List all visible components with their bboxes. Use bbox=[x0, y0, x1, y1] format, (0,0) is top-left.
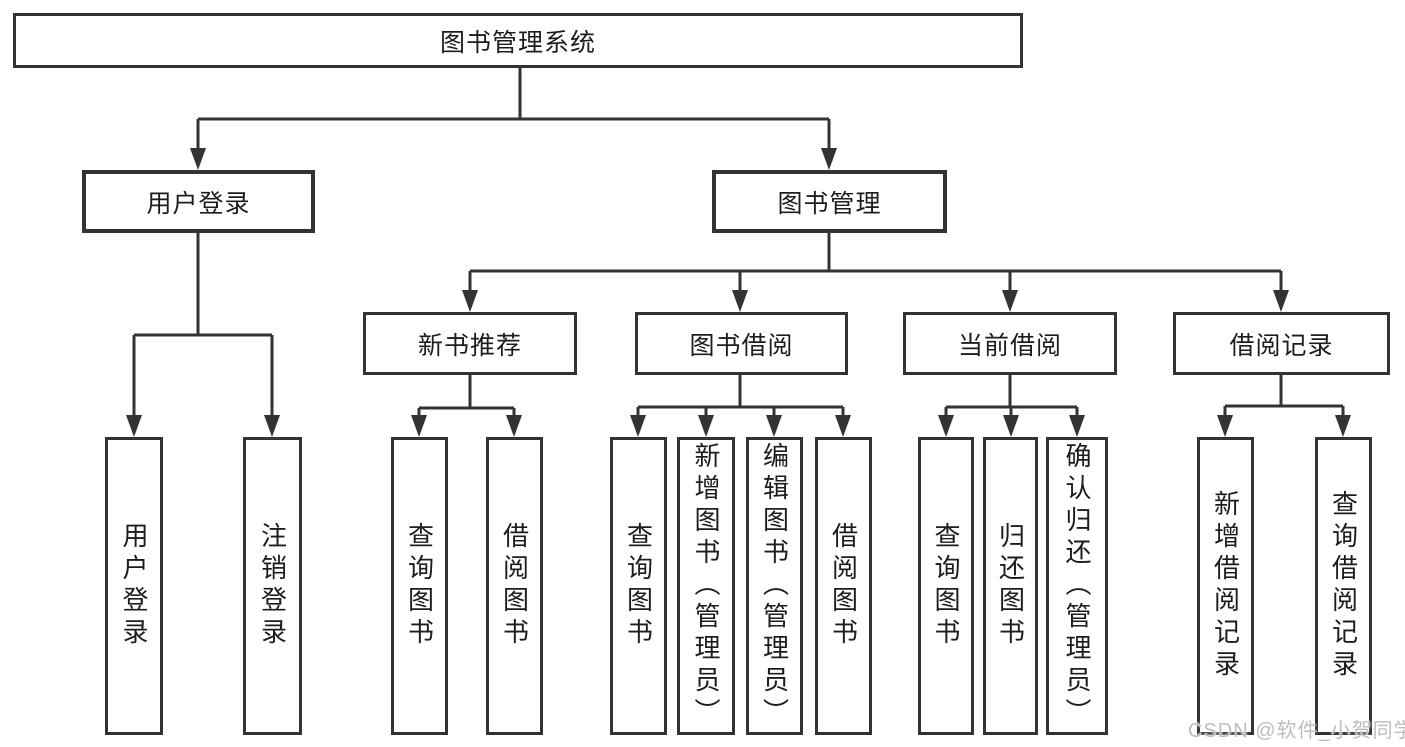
leaf-label: 查询借阅记录 bbox=[1328, 490, 1359, 682]
leaf-label: 查询图书 bbox=[623, 522, 654, 650]
leaf-query-borrow-record: 查询借阅记录 bbox=[1315, 437, 1372, 735]
node-book-borrowing: 图书借阅 bbox=[635, 312, 848, 375]
leaf-label: 新增图书（管理员） bbox=[691, 442, 721, 730]
leaf-label: 借阅图书 bbox=[499, 522, 530, 650]
leaf-label: 确认归还（管理员） bbox=[1062, 442, 1092, 730]
leaf-query-books-borrowing: 查询图书 bbox=[610, 437, 667, 735]
node-label: 图书管理 bbox=[777, 189, 882, 218]
leaf-label: 注销登录 bbox=[257, 522, 288, 650]
leaf-label: 查询图书 bbox=[404, 522, 435, 650]
leaf-query-books-current: 查询图书 bbox=[918, 437, 974, 735]
node-library-management-system: 图书管理系统 bbox=[13, 13, 1023, 68]
leaf-borrow-books-recommend: 借阅图书 bbox=[486, 437, 543, 735]
leaf-label: 新增借阅记录 bbox=[1210, 490, 1241, 682]
leaf-label: 归还图书 bbox=[995, 522, 1026, 650]
leaf-return-books: 归还图书 bbox=[983, 437, 1038, 735]
node-current-borrowing: 当前借阅 bbox=[903, 312, 1117, 375]
node-label: 当前借阅 bbox=[957, 331, 1062, 360]
node-label: 图书管理系统 bbox=[439, 28, 596, 57]
leaf-confirm-return-admin: 确认归还（管理员） bbox=[1046, 437, 1108, 735]
leaf-edit-books-admin: 编辑图书（管理员） bbox=[746, 437, 803, 735]
leaf-borrow-books-borrowing: 借阅图书 bbox=[815, 437, 872, 735]
leaf-label: 编辑图书（管理员） bbox=[759, 442, 790, 730]
node-label: 图书借阅 bbox=[689, 331, 794, 360]
node-borrowing-records: 借阅记录 bbox=[1173, 312, 1390, 375]
node-label: 用户登录 bbox=[146, 189, 251, 218]
watermark: CSDN @软件_小贺同学 bbox=[1188, 720, 1405, 742]
leaf-label: 查询图书 bbox=[931, 522, 961, 650]
node-user-login: 用户登录 bbox=[82, 170, 315, 233]
node-new-book-recommendation: 新书推荐 bbox=[363, 312, 577, 375]
leaf-query-books-recommend: 查询图书 bbox=[391, 437, 448, 735]
node-label: 借阅记录 bbox=[1229, 331, 1334, 360]
leaf-label: 用户登录 bbox=[119, 522, 149, 650]
leaf-logout: 注销登录 bbox=[243, 437, 302, 735]
leaf-user-login: 用户登录 bbox=[105, 437, 163, 735]
leaf-add-books-admin: 新增图书（管理员） bbox=[677, 437, 735, 735]
node-label: 新书推荐 bbox=[417, 331, 522, 360]
node-book-management: 图书管理 bbox=[712, 170, 947, 233]
leaf-label: 借阅图书 bbox=[828, 522, 859, 650]
leaf-add-borrow-record: 新增借阅记录 bbox=[1197, 437, 1254, 735]
